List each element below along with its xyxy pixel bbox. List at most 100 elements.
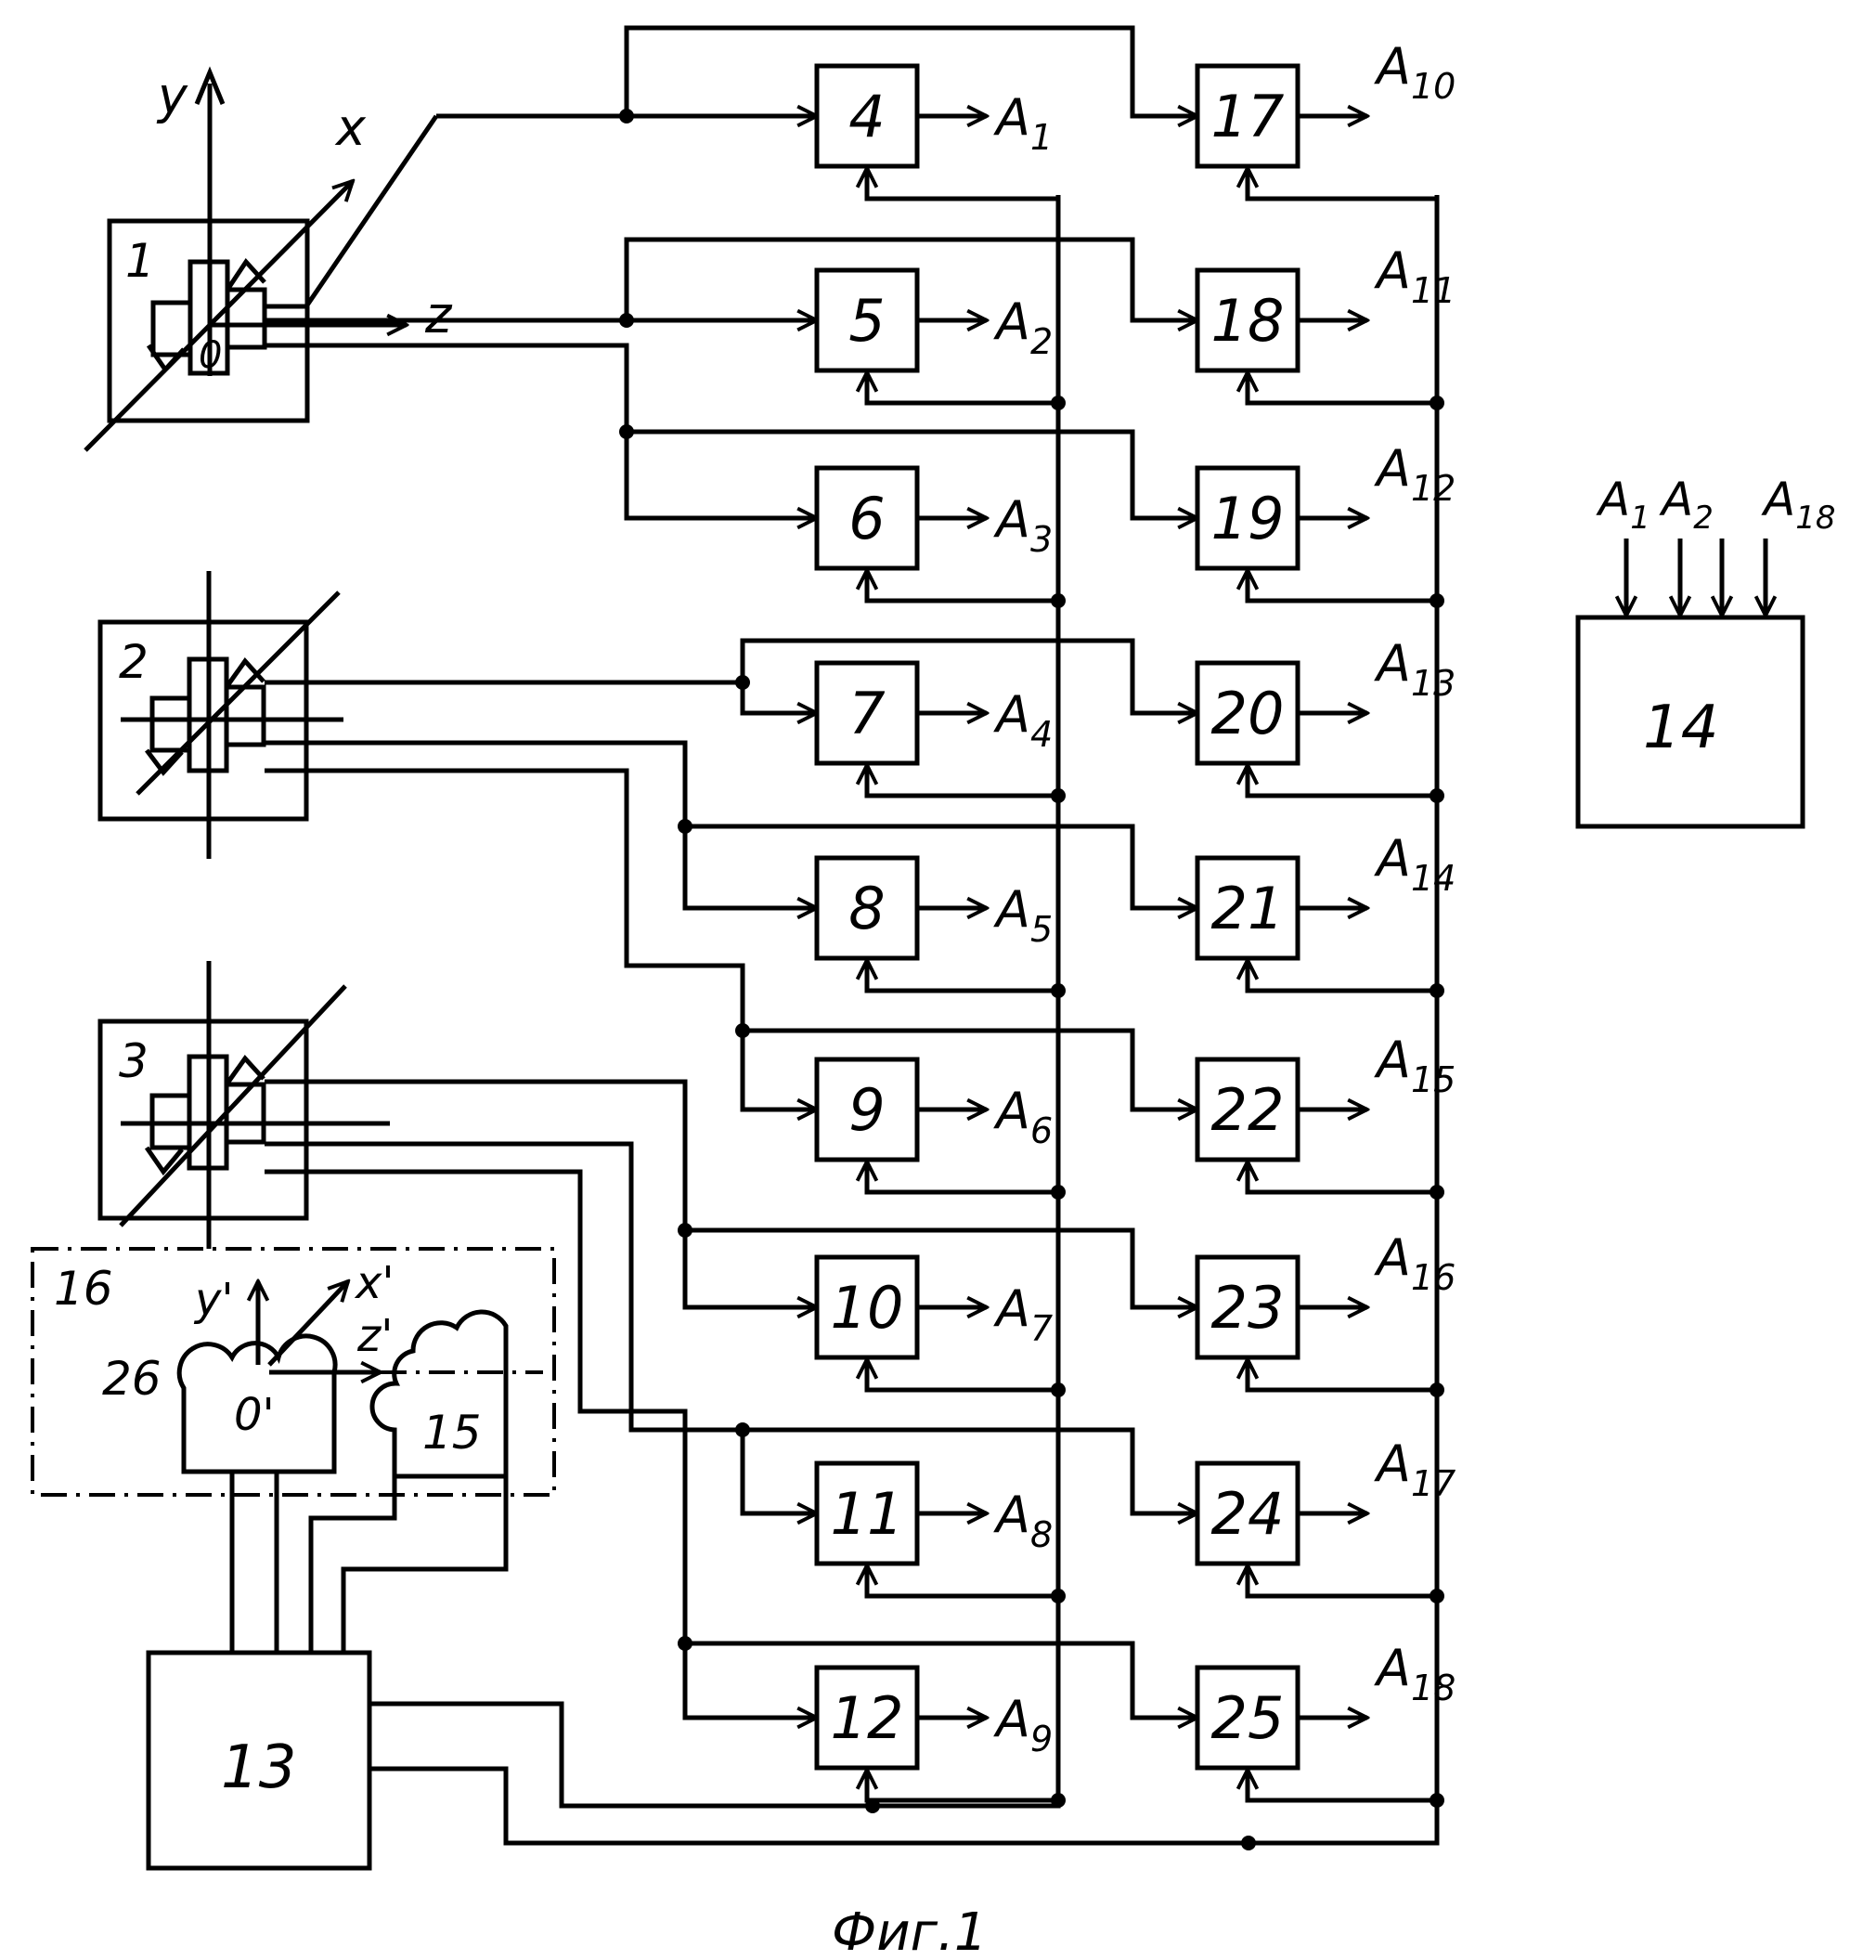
output-label-A12: A12 bbox=[1374, 439, 1456, 509]
block-23-label: 23 bbox=[1211, 1274, 1285, 1342]
block-14 bbox=[1578, 539, 1803, 826]
branch-junction-2 bbox=[619, 313, 634, 328]
part-15-label: 15 bbox=[422, 1406, 482, 1460]
block-22: 22 bbox=[1197, 1059, 1298, 1160]
bus-junction-8 bbox=[1051, 983, 1066, 998]
output-label-A17: A17 bbox=[1374, 1434, 1456, 1504]
block-6-label: 6 bbox=[848, 485, 885, 552]
block-9: 9 bbox=[817, 1059, 917, 1160]
bus-junction-6 bbox=[1051, 593, 1066, 608]
output-label-A4: A4 bbox=[993, 685, 1053, 755]
input-wire-11 bbox=[265, 1144, 817, 1513]
feedback-line-7 bbox=[867, 765, 1058, 796]
y-axis-label: y bbox=[156, 67, 188, 125]
bus-junction-25 bbox=[1430, 1793, 1444, 1808]
branch-junction-3 bbox=[619, 424, 634, 439]
wire-13-15-b bbox=[343, 1476, 506, 1653]
feedback-line-12 bbox=[867, 1770, 1058, 1800]
branch-wire-23 bbox=[685, 1230, 1197, 1307]
branch-wire-21 bbox=[685, 826, 1197, 908]
feedback-line-4 bbox=[867, 168, 1058, 199]
feedback-line-8 bbox=[867, 960, 1058, 991]
block-19-label: 19 bbox=[1211, 485, 1285, 552]
x-prime-label: x' bbox=[354, 1257, 395, 1309]
feedback-line-20 bbox=[1248, 765, 1437, 796]
feedback-line-6 bbox=[867, 570, 1058, 601]
feedback-line-5 bbox=[867, 372, 1058, 403]
block-20-label: 20 bbox=[1211, 680, 1285, 747]
block-20: 20 bbox=[1197, 663, 1298, 763]
output-label-A16: A16 bbox=[1374, 1228, 1456, 1298]
branch-junction-1 bbox=[619, 109, 634, 123]
block-23: 23 bbox=[1197, 1257, 1298, 1357]
wire-13-15-a bbox=[311, 1476, 395, 1653]
output-label-A10: A10 bbox=[1374, 37, 1456, 107]
block-18-label: 18 bbox=[1211, 287, 1285, 355]
block-17-label: 17 bbox=[1211, 83, 1285, 150]
output-label-A13: A13 bbox=[1374, 634, 1456, 704]
bus-right-start-junction bbox=[1241, 1836, 1256, 1850]
output-label-A14: A14 bbox=[1374, 829, 1456, 899]
sensor-2-label: 2 bbox=[119, 635, 149, 689]
branch-wire-20 bbox=[743, 641, 1197, 713]
block-18: 18 bbox=[1197, 270, 1298, 370]
bus-junction-5 bbox=[1051, 396, 1066, 410]
branch-wire-25 bbox=[685, 1643, 1197, 1718]
block-10: 10 bbox=[817, 1257, 917, 1357]
branch-junction-5 bbox=[678, 819, 692, 834]
o-prime-label: 0' bbox=[234, 1389, 275, 1441]
block-14-input-a18: A18 bbox=[1761, 473, 1835, 537]
block-11: 11 bbox=[817, 1463, 917, 1564]
output-label-A1: A1 bbox=[993, 88, 1053, 158]
block-7: 7 bbox=[817, 663, 917, 763]
output-label-A18: A18 bbox=[1374, 1639, 1456, 1708]
feedback-line-23 bbox=[1248, 1359, 1437, 1390]
sensor-2 bbox=[100, 571, 343, 859]
bus-junction-23 bbox=[1430, 1382, 1444, 1397]
sensor-1-label: 1 bbox=[125, 234, 155, 288]
output-label-A8: A8 bbox=[993, 1486, 1053, 1555]
output-label-A2: A2 bbox=[993, 292, 1053, 362]
output-label-A5: A5 bbox=[993, 880, 1053, 950]
block-10-label: 10 bbox=[831, 1274, 904, 1342]
block-8-label: 8 bbox=[848, 875, 885, 942]
output-label-A3: A3 bbox=[993, 490, 1053, 560]
feedback-line-11 bbox=[867, 1565, 1058, 1596]
block-21-label: 21 bbox=[1211, 875, 1285, 942]
figure-caption: Фиг.1 bbox=[832, 1902, 987, 1960]
bus-junction-22 bbox=[1430, 1185, 1444, 1200]
feedback-line-24 bbox=[1248, 1565, 1437, 1596]
block-6: 6 bbox=[817, 468, 917, 568]
block-22-label: 22 bbox=[1211, 1076, 1285, 1144]
bus-junction-18 bbox=[1430, 396, 1444, 410]
block-12-label: 12 bbox=[831, 1684, 904, 1752]
branch-junction-6 bbox=[735, 1023, 750, 1038]
block-4: 4 bbox=[817, 66, 917, 166]
output-label-A7: A7 bbox=[993, 1279, 1053, 1349]
branch-wire-24 bbox=[743, 1430, 1197, 1513]
bus-junction-20 bbox=[1430, 788, 1444, 803]
bus-junction-11 bbox=[1051, 1589, 1066, 1603]
output-label-A11: A11 bbox=[1374, 241, 1456, 311]
sensor-3 bbox=[100, 961, 390, 1249]
input-wire-9 bbox=[265, 771, 817, 1110]
feedback-line-17 bbox=[1248, 168, 1437, 199]
block-5: 5 bbox=[817, 270, 917, 370]
block-17: 17 bbox=[1197, 66, 1298, 166]
block-8: 8 bbox=[817, 858, 917, 958]
block-12: 12 bbox=[817, 1668, 917, 1768]
block-24: 24 bbox=[1197, 1463, 1298, 1564]
bus-center-start-junction bbox=[865, 1798, 880, 1813]
block-7-label: 7 bbox=[848, 680, 885, 747]
frame-16-label: 16 bbox=[54, 1262, 113, 1316]
feedback-line-10 bbox=[867, 1359, 1058, 1390]
block-14-input-labels: A1 A2 A18 bbox=[1596, 473, 1835, 537]
sensor-3-label: 3 bbox=[119, 1034, 149, 1088]
feedback-line-18 bbox=[1248, 372, 1437, 403]
feedback-line-21 bbox=[1248, 960, 1437, 991]
block-4-label: 4 bbox=[848, 83, 885, 150]
branch-wire-22 bbox=[743, 1031, 1197, 1110]
block-13-label: 13 bbox=[221, 1733, 296, 1802]
bus-junction-9 bbox=[1051, 1185, 1066, 1200]
